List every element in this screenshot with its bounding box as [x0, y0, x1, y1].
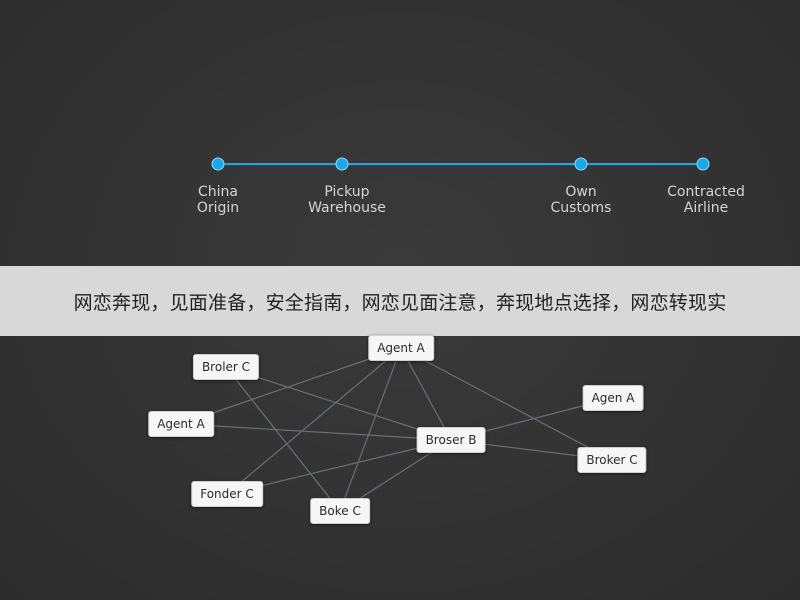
timeline-stop-label: Own Customs: [550, 184, 612, 216]
network-node[interactable]: Broser B: [416, 427, 486, 453]
caption-banner: 网恋奔现，见面准备，安全指南，网恋见面注意，奔现地点选择，网恋转现实: [0, 266, 800, 336]
network-edge: [400, 347, 452, 441]
network-node[interactable]: Fonder C: [191, 481, 263, 507]
network-edge: [226, 347, 402, 495]
timeline: [211, 157, 710, 171]
timeline-stop-label: Contracted Airline: [667, 184, 745, 216]
network-edge: [225, 366, 341, 512]
timeline-stop-dot: [335, 157, 349, 171]
timeline-stop-label: Pickup Warehouse: [308, 184, 386, 216]
timeline-stop-dot: [574, 157, 588, 171]
network-node[interactable]: Broler C: [192, 354, 260, 380]
network-edge: [339, 347, 402, 512]
timeline-stop-dot: [696, 157, 710, 171]
network-edge: [180, 423, 452, 441]
network-node[interactable]: Agent A: [368, 335, 434, 361]
network-edge: [225, 366, 452, 441]
network-node[interactable]: Agen A: [582, 385, 644, 411]
network-node[interactable]: Agent A: [148, 411, 214, 437]
network-node[interactable]: Boke C: [310, 498, 370, 524]
timeline-stop-label: China Origin: [196, 184, 240, 216]
banner-text: 网恋奔现，见面准备，安全指南，网恋见面注意，奔现地点选择，网恋转现实: [73, 291, 727, 314]
network-edge: [400, 347, 613, 461]
network-node[interactable]: Broker C: [577, 447, 647, 473]
network-edge: [226, 439, 452, 495]
timeline-stop-dot: [211, 157, 225, 171]
network-edge: [180, 347, 402, 425]
